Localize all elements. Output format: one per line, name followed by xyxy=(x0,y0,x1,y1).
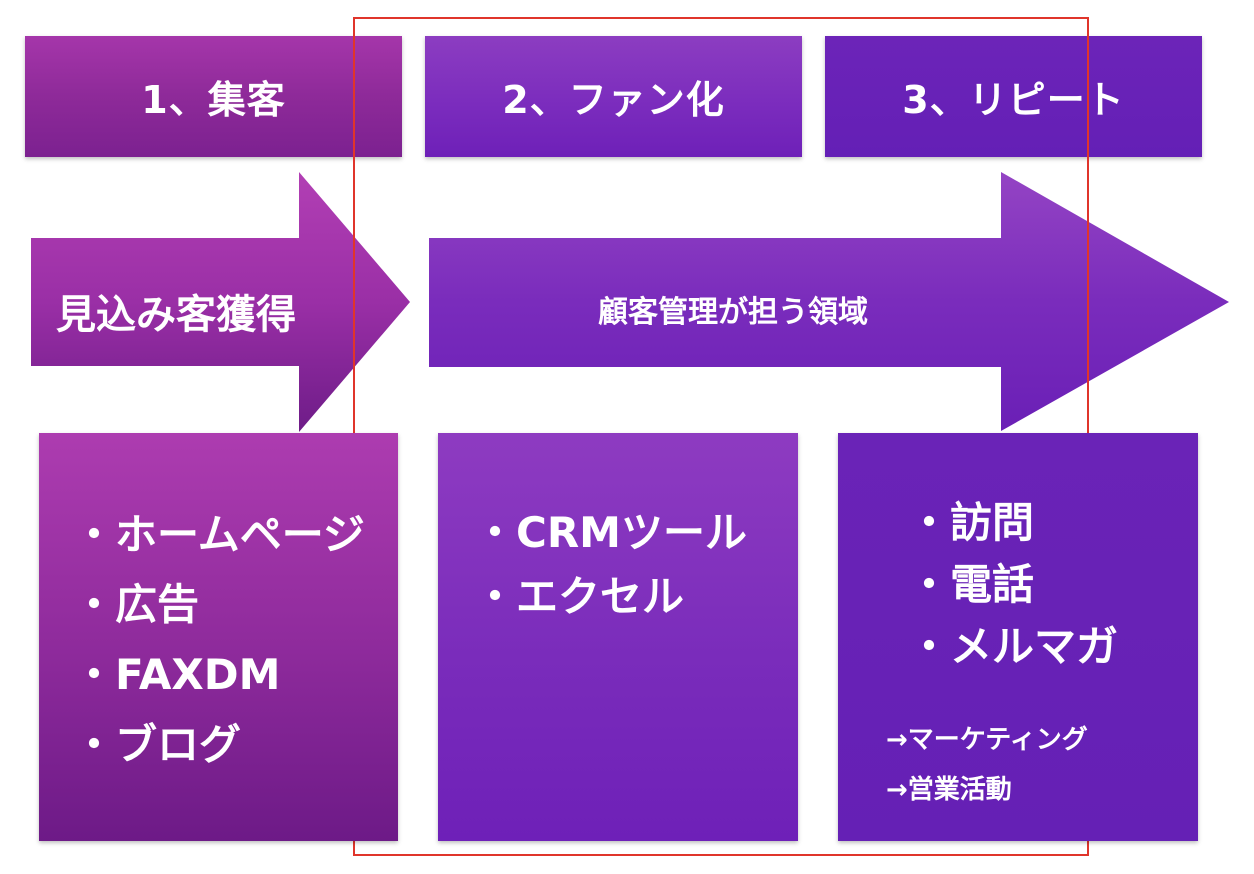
left-arrow-label: 見込み客獲得 xyxy=(56,292,296,338)
stage-header-3-label: 3、リピート xyxy=(902,78,1125,122)
stage-box-3: ・訪問 ・電話 ・メルマガ →マーケティング →営業活動 xyxy=(838,433,1198,841)
list-item: ・メルマガ xyxy=(908,622,1119,671)
sub-item: →マーケティング xyxy=(886,725,1088,755)
list-item: ・ホームページ xyxy=(73,510,365,559)
sub-item: →営業活動 xyxy=(886,775,1012,805)
stage-header-2: 2、ファン化 xyxy=(425,36,802,157)
list-item: ・FAXDM xyxy=(73,650,281,699)
left-arrow xyxy=(31,172,410,432)
stage-header-1: 1、集客 xyxy=(25,36,402,157)
right-arrow xyxy=(429,172,1229,431)
stage-box-2: ・CRMツール ・エクセル xyxy=(438,433,798,841)
list-item: ・広告 xyxy=(73,580,200,629)
stage-header-1-label: 1、集客 xyxy=(141,78,286,122)
list-item: ・電話 xyxy=(908,560,1035,609)
list-item: ・エクセル xyxy=(474,572,685,621)
right-arrow-label: 顧客管理が担う領域 xyxy=(598,295,868,330)
stage-header-3: 3、リピート xyxy=(825,36,1202,157)
stage-box-1: ・ホームページ ・広告 ・FAXDM ・ブログ xyxy=(39,433,398,841)
list-item: ・訪問 xyxy=(908,498,1035,547)
list-item: ・CRMツール xyxy=(474,508,747,557)
stage-header-2-label: 2、ファン化 xyxy=(502,78,725,122)
list-item: ・ブログ xyxy=(73,720,242,769)
